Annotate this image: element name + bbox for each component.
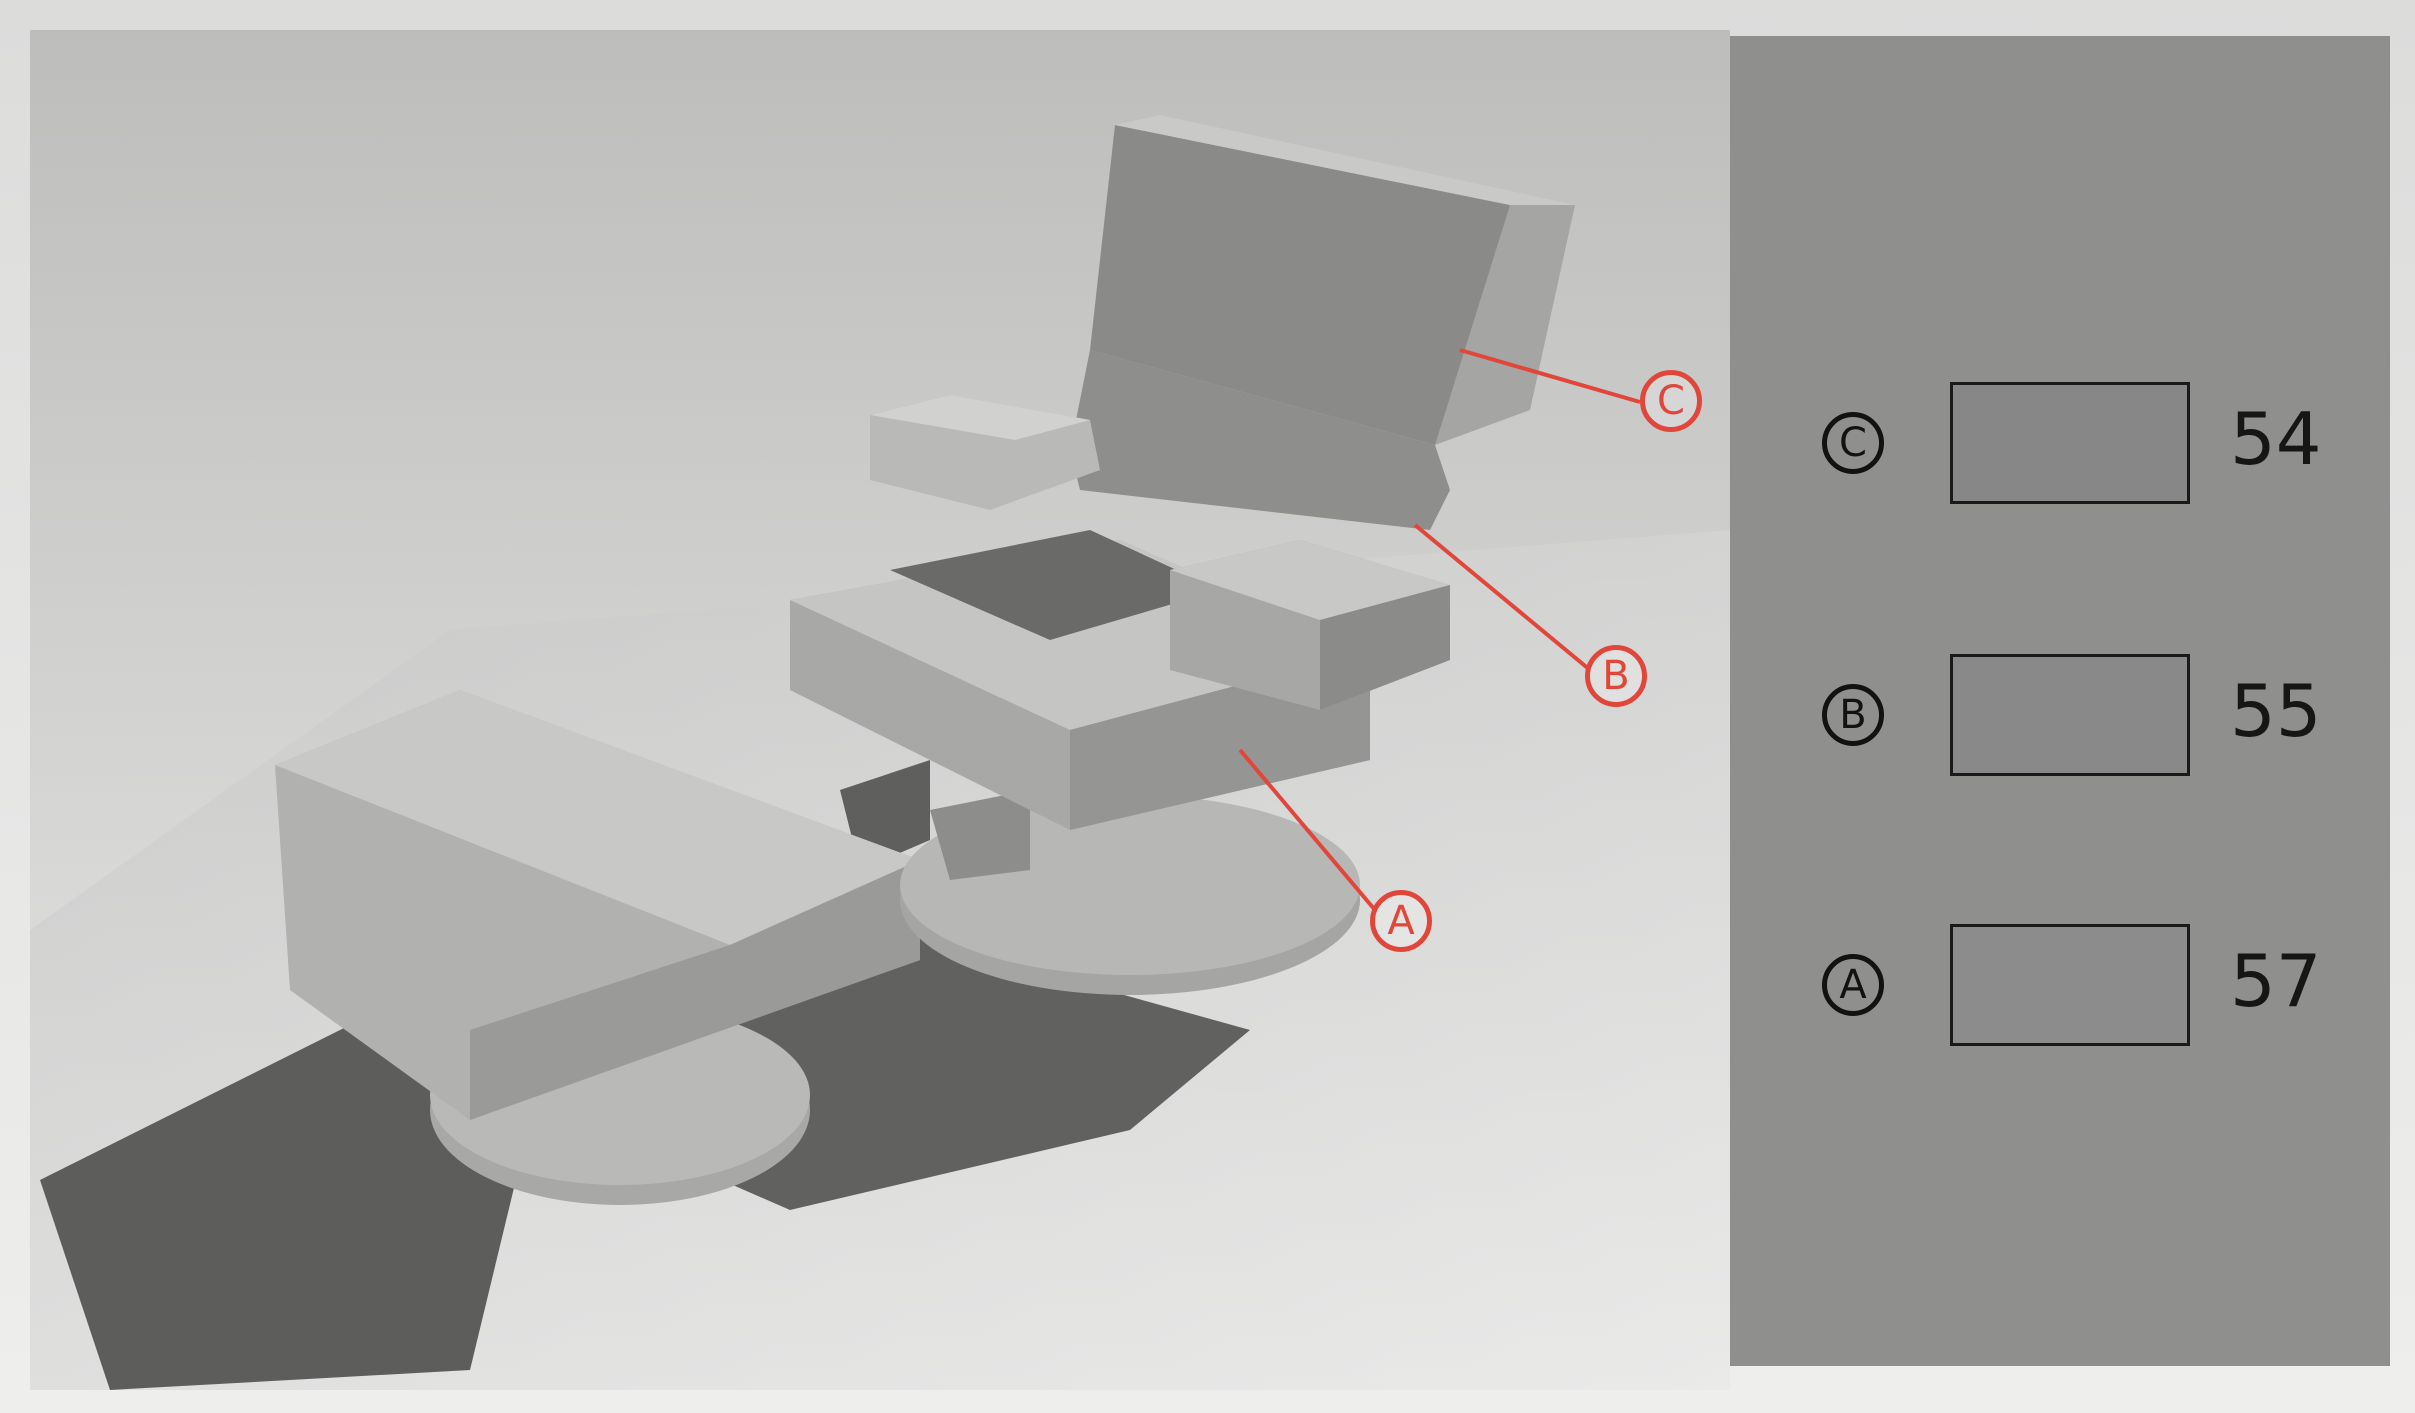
callout-line-a [1238,748,1377,912]
swatch-row-b: B 55 [1730,646,2390,776]
ottoman-shadow [40,1020,540,1390]
right-armrest-side [1320,585,1450,710]
right-armrest-top [1170,540,1450,620]
backrest-lower [1070,350,1450,530]
swatch-c [1950,382,2190,504]
backrest [1090,125,1510,445]
callout-line-c [1459,348,1641,404]
letter-badge-c: C [1822,412,1884,474]
letter-badge-a: A [1822,954,1884,1016]
swatch-panel: C 54 B 55 A 57 [1730,36,2390,1366]
value-label-b: 55 [2230,669,2322,753]
letter-badge-b: B [1822,684,1884,746]
swatch-a [1950,924,2190,1046]
ottoman-side [470,860,920,1120]
callout-c: C [1640,370,1702,432]
chair-render-scene: C B A [30,30,1730,1390]
backrest-side [1435,205,1575,445]
ottoman-top [275,690,920,945]
callout-line-b [1413,523,1592,672]
swatch-row-c: C 54 [1730,374,2390,504]
callout-b: B [1585,645,1647,707]
swatch-b [1950,654,2190,776]
seat-cushion-shadow [890,530,1220,640]
figure: C B A C 54 B 55 A 57 [30,30,2390,1390]
left-armrest-top [870,395,1090,440]
chair-render [30,30,1730,1390]
value-label-a: 57 [2230,939,2322,1023]
backrest-top [1115,115,1575,205]
value-label-c: 54 [2230,397,2322,481]
swatch-row-a: A 57 [1730,916,2390,1046]
chair-stem [930,790,1030,880]
callout-a: A [1370,890,1432,952]
